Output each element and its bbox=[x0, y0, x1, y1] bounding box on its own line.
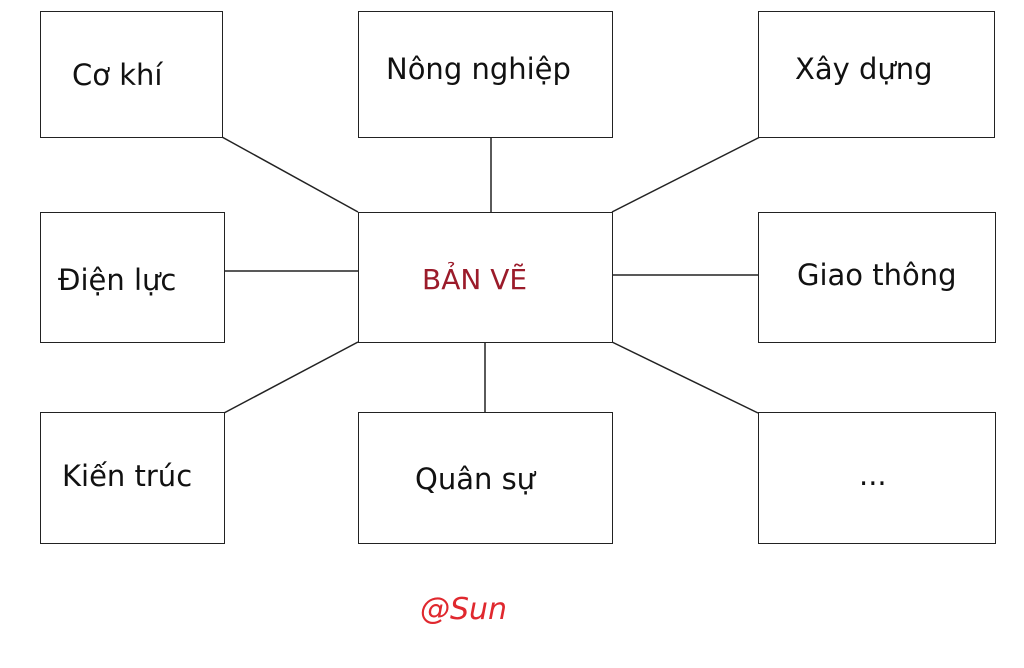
node-label: Cơ khí bbox=[72, 58, 163, 92]
node-label: ... bbox=[859, 458, 887, 492]
node-more: ... bbox=[758, 412, 996, 544]
node-nong-nghiep: Nông nghiệp bbox=[358, 11, 613, 138]
node-label: Điện lực bbox=[58, 263, 177, 297]
node-label: Xây dựng bbox=[795, 52, 933, 86]
center-label: BẢN VẼ bbox=[422, 263, 528, 296]
node-dien-luc: Điện lực bbox=[40, 212, 225, 343]
node-xay-dung: Xây dựng bbox=[758, 11, 995, 138]
connector-kien-truc bbox=[223, 341, 359, 414]
connector-xay-dung bbox=[611, 136, 761, 213]
node-quan-su: Quân sự bbox=[358, 412, 613, 544]
center-node-ban-ve: BẢN VẼ bbox=[358, 212, 613, 343]
node-label: Nông nghiệp bbox=[386, 52, 571, 86]
node-label: Kiến trúc bbox=[62, 459, 193, 493]
watermark: @Sun bbox=[420, 592, 508, 627]
node-kien-truc: Kiến trúc bbox=[40, 412, 225, 544]
connector-more bbox=[611, 341, 759, 414]
node-label: Quân sự bbox=[415, 462, 536, 496]
node-label: Giao thông bbox=[797, 258, 957, 292]
node-co-khi: Cơ khí bbox=[40, 11, 223, 138]
connector-co-khi bbox=[221, 136, 359, 213]
node-giao-thong: Giao thông bbox=[758, 212, 996, 343]
